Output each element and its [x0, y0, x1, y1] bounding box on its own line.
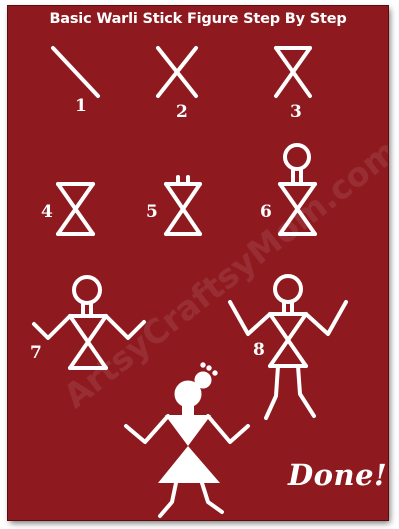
step-number-8: 8 [253, 342, 265, 359]
finished-dancer-drawing [126, 363, 248, 516]
step-number-2: 2 [176, 104, 188, 121]
step-8-drawing [230, 276, 346, 418]
step-4-drawing [58, 184, 93, 234]
step-number-6: 6 [260, 204, 272, 221]
step-2-drawing [158, 48, 196, 96]
step-3-drawing [276, 48, 310, 96]
poster: Basic Warli Stick Figure Step By Step Ar… [8, 6, 388, 520]
step-number-5: 5 [146, 204, 158, 221]
step-number-7: 7 [30, 345, 42, 362]
stick-figure-drawings [8, 6, 388, 520]
step-7-drawing [34, 277, 144, 368]
step-1-drawing [53, 48, 98, 96]
step-number-1: 1 [75, 98, 87, 115]
done-label: Done! [288, 458, 387, 492]
step-6-drawing [280, 145, 315, 234]
step-number-3: 3 [290, 104, 302, 121]
step-5-drawing [166, 177, 200, 234]
step-number-4: 4 [41, 204, 53, 221]
